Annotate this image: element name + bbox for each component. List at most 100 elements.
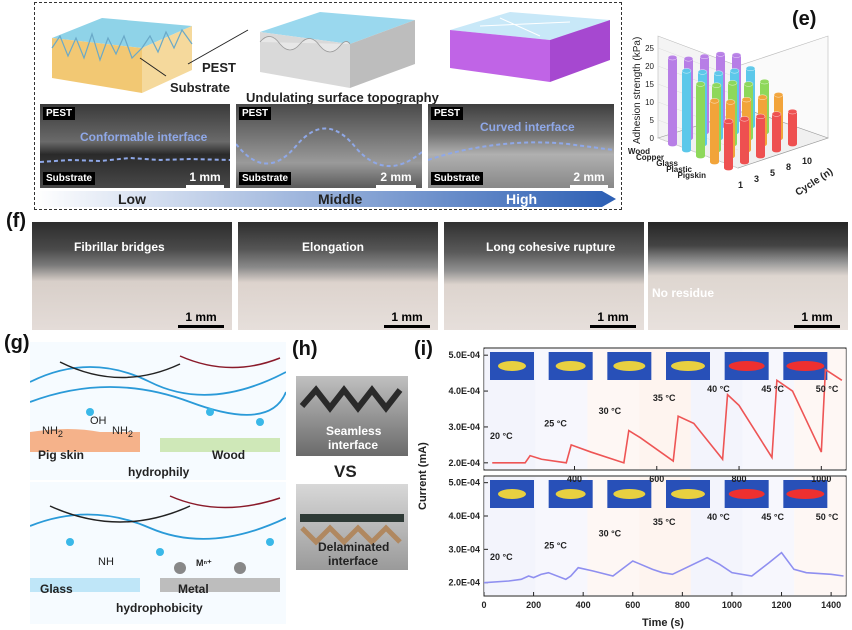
photo-delaminated: Delaminated interface xyxy=(296,484,408,570)
scale-bar: 2 mm xyxy=(376,170,416,188)
photo-fibrillar-bridges: Fibrillar bridges 1 mm xyxy=(32,222,232,330)
scale-bar: 1 mm xyxy=(186,170,224,188)
e-bar xyxy=(788,111,797,144)
i-xtick-label: 600 xyxy=(649,474,664,484)
thermal-hotspot xyxy=(786,361,825,371)
curved-interface-label: Curved interface xyxy=(480,120,575,134)
scale-bar: 2 mm xyxy=(570,170,608,188)
e-bar-cap xyxy=(713,70,724,76)
wavy-substrate-illustration xyxy=(259,12,415,88)
photo-no-residue: No residue 1 mm xyxy=(648,222,848,330)
e-bar-base xyxy=(696,153,705,159)
e-ztick-label: 20 xyxy=(645,62,654,71)
e-bar-cap xyxy=(711,82,722,88)
e-bar-cap xyxy=(683,56,694,62)
panel-d-frame xyxy=(34,2,622,210)
i-xtick-label: 200 xyxy=(526,600,541,610)
thermal-hotspot xyxy=(671,489,705,499)
callout-lines xyxy=(139,29,249,77)
sem-image-low: PEST Substrate Conformable interface 1 m… xyxy=(40,104,230,188)
caption-cohesive-rupture: Long cohesive rupture xyxy=(486,240,616,254)
e-bar-base xyxy=(724,165,733,171)
delaminated-caption-2: interface xyxy=(328,554,379,568)
i-ytick-label: 5.0E-04 xyxy=(448,350,480,360)
e-ztick-label: 0 xyxy=(650,134,655,143)
i-xtick-label: 1400 xyxy=(821,600,841,610)
i-ytick-label: 2.0E-04 xyxy=(448,458,480,468)
e-bar-cap xyxy=(745,65,756,72)
thermal-hotspot xyxy=(498,361,526,371)
i-temp-label: 40 °C xyxy=(707,512,730,522)
chem-nh3: NH xyxy=(98,556,114,568)
e-bar-base xyxy=(668,141,677,147)
arrow-label-high: High xyxy=(506,191,538,207)
i-ytick-label: 4.0E-04 xyxy=(448,511,480,521)
i-ytick-label: 3.0E-04 xyxy=(448,422,480,432)
e-bar xyxy=(724,121,733,168)
e-cycle-tick: 5 xyxy=(770,168,775,178)
chem-nh2-b: NH2 xyxy=(112,425,133,440)
i-xtick-label: 800 xyxy=(732,474,747,484)
i-ytick-label: 5.0E-04 xyxy=(448,478,480,488)
sem-tag-pest: PEST xyxy=(43,107,76,120)
thermal-hotspot xyxy=(728,489,765,499)
photo-elongation: Elongation 1 mm xyxy=(238,222,438,330)
thermal-hotspot xyxy=(786,489,825,499)
e-ztick-label: 10 xyxy=(645,98,654,107)
thermal-hotspot xyxy=(671,361,705,371)
e-ztick-label: 25 xyxy=(645,44,654,53)
e-material-label: Wood xyxy=(628,147,650,156)
i-xtick-label: 800 xyxy=(675,600,690,610)
scale-bar: 1 mm xyxy=(590,310,636,328)
i-ytick-label: 4.0E-04 xyxy=(448,386,480,396)
delaminated-caption: Delaminated xyxy=(318,540,390,554)
i-temp-label: 20 °C xyxy=(490,431,513,441)
i-temp-label: 45 °C xyxy=(761,384,784,394)
i-temp-label: 30 °C xyxy=(599,406,622,416)
e-material-label: Glass xyxy=(656,159,678,168)
e-material-label: Copper xyxy=(636,153,664,162)
metal-label: Metal xyxy=(178,582,209,596)
substrate-label: Substrate xyxy=(170,80,230,95)
arrow-label-middle: Middle xyxy=(318,191,363,207)
i-xtick-label: 0 xyxy=(481,600,486,610)
gradient-arrow xyxy=(36,191,616,207)
i-xtick-label: 1000 xyxy=(811,474,831,484)
e-bar-cap xyxy=(739,116,750,122)
i-temp-label: 25 °C xyxy=(544,418,567,428)
e-bar xyxy=(772,114,781,150)
e-bar-base xyxy=(772,147,781,153)
photo-cohesive-rupture: Long cohesive rupture 1 mm xyxy=(444,222,644,330)
e-bar-cap xyxy=(695,81,706,87)
e-bar-cap xyxy=(741,96,752,103)
e-bar xyxy=(740,118,749,162)
e-bar-cap xyxy=(723,118,734,124)
e-bar-base xyxy=(788,141,797,147)
sem-tag-pest: PEST xyxy=(239,107,272,120)
e-zlabel: Adhesion strength (kPa) xyxy=(632,37,643,144)
wood-label: Wood xyxy=(212,448,246,462)
e-bar-cap xyxy=(787,108,798,115)
e-bar-cap xyxy=(771,111,782,117)
e-cycle-tick: 3 xyxy=(754,174,759,184)
panel-label-g: (g) xyxy=(4,332,30,354)
i-xtick-label: 1200 xyxy=(772,600,792,610)
caption-elongation: Elongation xyxy=(302,240,364,254)
topography-title: Undulating surface topography xyxy=(246,90,439,105)
sem-tag-substrate: Substrate xyxy=(43,172,96,185)
e-bar-cap xyxy=(667,55,678,61)
vs-label: VS xyxy=(334,462,357,481)
sem-tag-substrate: Substrate xyxy=(431,172,484,185)
e-bar-cap xyxy=(731,52,742,58)
e-bar xyxy=(668,57,677,144)
panel-label-f: (f) xyxy=(6,210,26,232)
i-temp-label: 50 °C xyxy=(816,384,839,394)
hydrophobicity-label: hydrophobicity xyxy=(116,601,203,615)
e-bar-base xyxy=(710,159,719,165)
e-bar-cap xyxy=(729,68,740,74)
i-ytick-label: 3.0E-04 xyxy=(448,544,480,554)
e-bar-cap xyxy=(715,51,726,57)
i-xtick-label: 400 xyxy=(576,600,591,610)
i-bot-line xyxy=(483,551,844,584)
caption-no-residue: No residue xyxy=(652,286,715,300)
